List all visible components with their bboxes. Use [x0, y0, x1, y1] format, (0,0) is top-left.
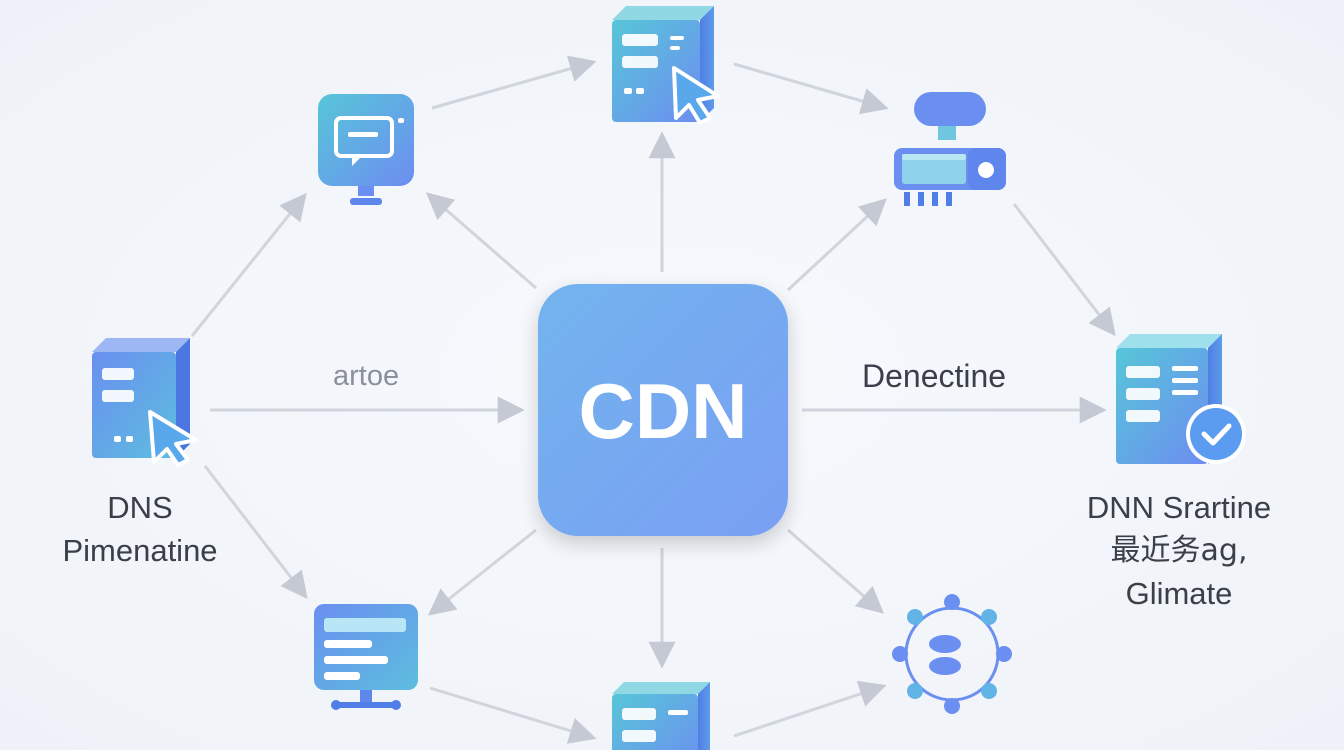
top-right-node [894, 92, 1006, 206]
top-center-node [612, 6, 720, 125]
network-nodes-icon [892, 594, 1012, 714]
top-left-node [318, 94, 414, 205]
edge-label-right: Denectine [862, 358, 1007, 394]
left-node [92, 338, 198, 467]
right-node-label: DNN Srartine 最近务ag, Glimate [1054, 486, 1304, 615]
bottom-left-node [314, 604, 418, 710]
right-node-label-line-1: DNN Srartine [1086, 490, 1272, 525]
edge-top-to-topright [733, 62, 889, 115]
edge-topright-to-right [1012, 203, 1116, 337]
edge-left-to-bottomleft [203, 465, 308, 600]
server-cursor-icon [612, 6, 720, 125]
edge-topleft-to-top [431, 55, 597, 110]
edge-hub-to-topright [786, 198, 887, 292]
bottom-right-node [892, 594, 1012, 714]
server-cursor-icon [92, 338, 198, 467]
edge-hub-to-topleft [425, 192, 537, 290]
edge-label-left: artoe [333, 360, 400, 392]
edge-bottomleft-to-bottom [429, 686, 597, 744]
cdn-hub-label: CDN [579, 367, 748, 455]
edges [190, 55, 1116, 744]
right-node-label-line-3: Glimate [1125, 576, 1233, 611]
cdn-hub-box [538, 284, 788, 536]
desktop-monitor-icon [314, 604, 418, 710]
edge-left-to-topleft [190, 192, 307, 337]
chat-monitor-icon [318, 94, 414, 205]
router-device-icon [894, 92, 1006, 206]
right-node-label-line-2: 最近务ag, [1110, 533, 1248, 568]
edge-hub-to-bottomleft [427, 528, 537, 616]
edge-bottom-to-bottomright [733, 680, 887, 738]
left-node-label-line-2: Pimenatine [62, 533, 218, 568]
server-icon [612, 682, 710, 750]
cdn-hub [538, 284, 788, 536]
right-node [1116, 334, 1246, 464]
edge-hub-to-bottomright [787, 528, 885, 614]
left-node-label-line-1: DNS [107, 490, 173, 525]
bottom-center-node [612, 682, 710, 750]
server-check-icon [1116, 334, 1246, 464]
left-node-label: DNS Pimenatine [30, 486, 250, 572]
